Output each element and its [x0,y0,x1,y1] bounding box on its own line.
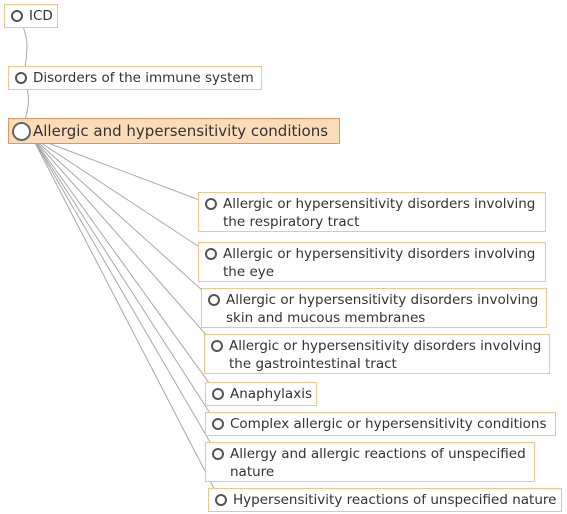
connector-focus-c5 [31,136,218,425]
circle-icon [12,122,31,141]
circle-icon [212,418,224,430]
node-label: Allergic or hypersensitivity disorders i… [226,292,539,326]
connector-focus-c6 [31,136,218,455]
tree-node-eye[interactable]: Allergic or hypersensitivity disorders i… [198,242,546,282]
tree-node-hypersensitivity-unspecified-nature[interactable]: Hypersensitivity reactions of unspecifie… [208,488,562,512]
node-label: Hypersensitivity reactions of unspecifie… [233,492,557,508]
node-label: Disorders of the immune system [33,70,254,86]
circle-icon [208,294,220,306]
circle-icon [15,72,27,84]
circle-icon [205,248,217,260]
tree-node-disorders-immune-system[interactable]: Disorders of the immune system [8,66,262,90]
tree-node-complex-allergic-conditions[interactable]: Complex allergic or hypersensitivity con… [205,412,556,436]
connector-focus-c7 [31,136,221,501]
circle-icon [215,494,227,506]
tree-node-respiratory-tract[interactable]: Allergic or hypersensitivity disorders i… [198,192,546,232]
node-label: Allergic and hypersensitivity conditions [33,122,329,140]
node-label: Allergic or hypersensitivity disorders i… [229,338,542,372]
node-label: Allergic or hypersensitivity disorders i… [223,196,536,230]
tree-node-gastrointestinal-tract[interactable]: Allergic or hypersensitivity disorders i… [204,334,550,374]
connector-focus-c2 [31,136,214,301]
circle-icon [212,388,224,400]
connector-focus-c1 [31,136,211,255]
tree-node-anaphylaxis[interactable]: Anaphylaxis [205,382,317,406]
tree-node-allergic-hypersensitivity-focus[interactable]: Allergic and hypersensitivity conditions [8,118,340,144]
node-label: Allergy and allergic reactions of unspec… [230,446,526,480]
circle-icon [211,340,223,352]
tree-node-skin-mucous-membranes[interactable]: Allergic or hypersensitivity disorders i… [201,288,547,328]
node-label: ICD [29,8,53,24]
tree-node-allergy-unspecified-nature[interactable]: Allergy and allergic reactions of unspec… [205,442,535,482]
connector-focus-c4 [31,136,218,395]
circle-icon [205,198,217,210]
connector-focus-c3 [31,136,217,347]
connector-focus-c0 [31,136,211,205]
node-label: Complex allergic or hypersensitivity con… [230,416,547,432]
node-label: Allergic or hypersensitivity disorders i… [223,246,536,280]
node-label: Anaphylaxis [230,386,312,402]
circle-icon [212,448,224,460]
circle-icon [11,10,23,22]
tree-node-icd[interactable]: ICD [4,4,58,28]
